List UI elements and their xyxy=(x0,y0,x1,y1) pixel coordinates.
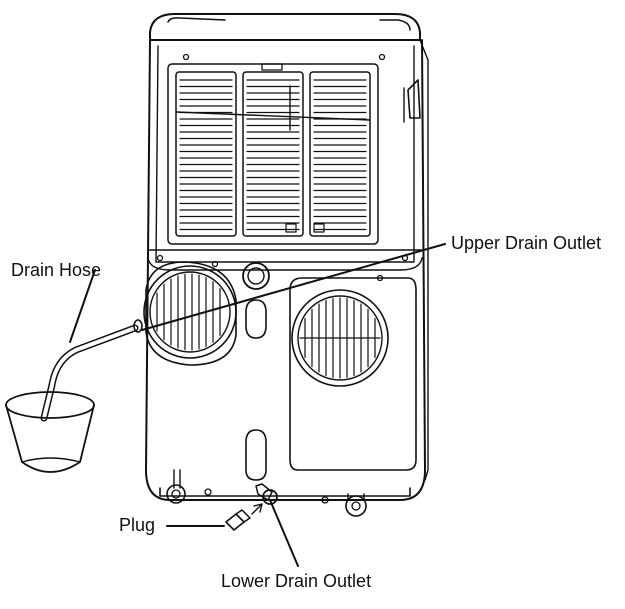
upper-drain-outlet-label: Upper Drain Outlet xyxy=(451,233,602,253)
lower-drain-outlet-label: Lower Drain Outlet xyxy=(221,571,372,591)
left-exhaust-vent xyxy=(143,261,237,366)
plug-label: Plug xyxy=(119,515,156,535)
right-intake-vent xyxy=(289,277,417,471)
water-bucket xyxy=(5,391,95,473)
base-and-wheels xyxy=(159,469,411,517)
upper-drain-outlet xyxy=(242,262,270,481)
unit-body xyxy=(145,13,429,501)
leader-lines xyxy=(69,243,446,567)
drain-plug xyxy=(225,503,263,531)
upper-grille xyxy=(167,63,379,245)
drain-hose xyxy=(40,319,143,422)
drain-hose-label: Drain Hose xyxy=(11,260,102,280)
lower-drain-outlet xyxy=(255,483,278,505)
